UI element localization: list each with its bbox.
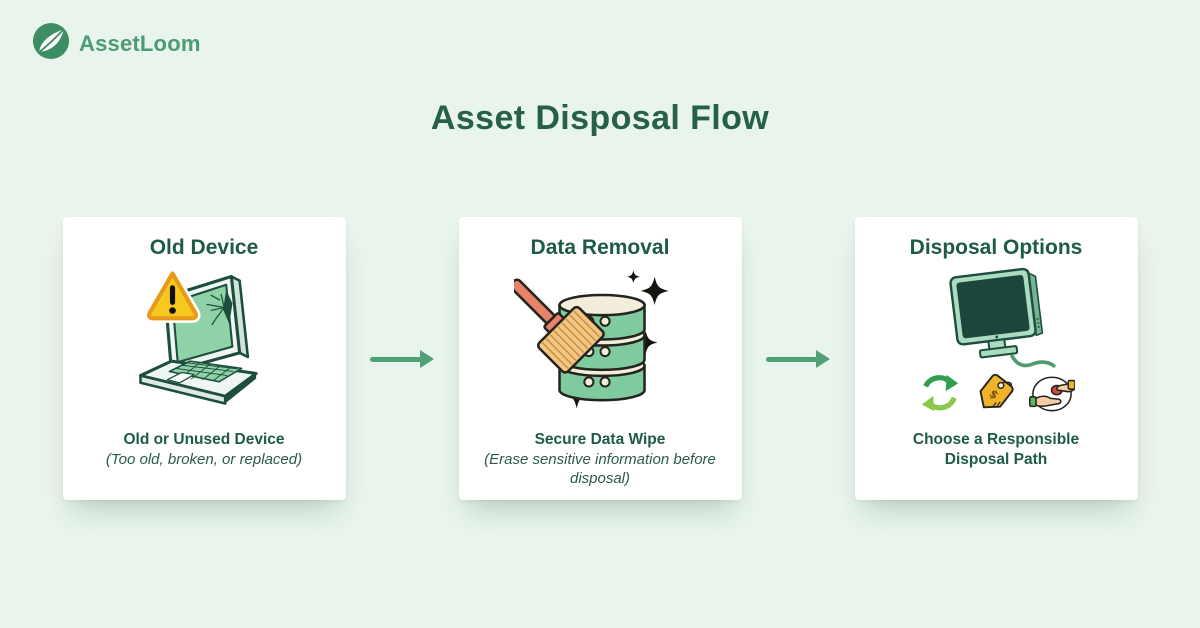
brand-name: AssetLoom <box>79 30 201 56</box>
broom-icon <box>514 278 605 374</box>
warning-icon <box>144 268 201 323</box>
arrow-right-icon <box>766 349 830 368</box>
step-caption: Secure Data Wipe (Erase sensitive inform… <box>481 430 719 488</box>
recycle-icon <box>917 371 961 420</box>
step-card-old-device: Old Device <box>62 217 346 500</box>
flow-connector <box>742 349 855 368</box>
data-wipe-illustration <box>514 262 686 420</box>
disposal-paths-icon-row: $ <box>917 371 1077 420</box>
step-caption-italic: (Erase sensitive information before disp… <box>484 450 716 488</box>
donate-hands-icon <box>1029 371 1077 420</box>
step-caption: Old or Unused Device (Too old, broken, o… <box>106 430 302 469</box>
database-broom-icon <box>514 270 669 409</box>
broken-laptop-illustration <box>124 262 284 420</box>
step-title: Old Device <box>149 236 259 259</box>
step-caption-bold: Choose a Responsible Disposal Path <box>912 431 1080 468</box>
broken-laptop-icon <box>138 268 258 405</box>
step-caption-bold: Old or Unused Device <box>123 431 285 448</box>
page-title: Asset Disposal Flow <box>430 99 770 137</box>
arrow-right-icon <box>370 349 434 368</box>
step-card-data-removal: Data Removal <box>458 217 742 500</box>
step-caption: Choose a Responsible Disposal Path <box>891 430 1101 470</box>
disposal-options-illustration: $ <box>916 262 1077 420</box>
price-tag-icon: $ <box>973 371 1017 420</box>
step-title: Disposal Options <box>909 236 1083 259</box>
step-caption-bold: Secure Data Wipe <box>534 431 666 448</box>
step-caption-italic: (Too old, broken, or replaced) <box>105 450 303 468</box>
step-card-disposal-options: Disposal Options <box>854 217 1138 500</box>
flow-connector <box>346 349 459 368</box>
brand-logo: AssetLoom <box>32 22 201 65</box>
step-title: Data Removal <box>530 236 670 259</box>
flow-row: Old Device <box>0 217 1200 500</box>
leaf-circle-icon <box>32 22 70 65</box>
monitor-icon <box>949 267 1056 368</box>
